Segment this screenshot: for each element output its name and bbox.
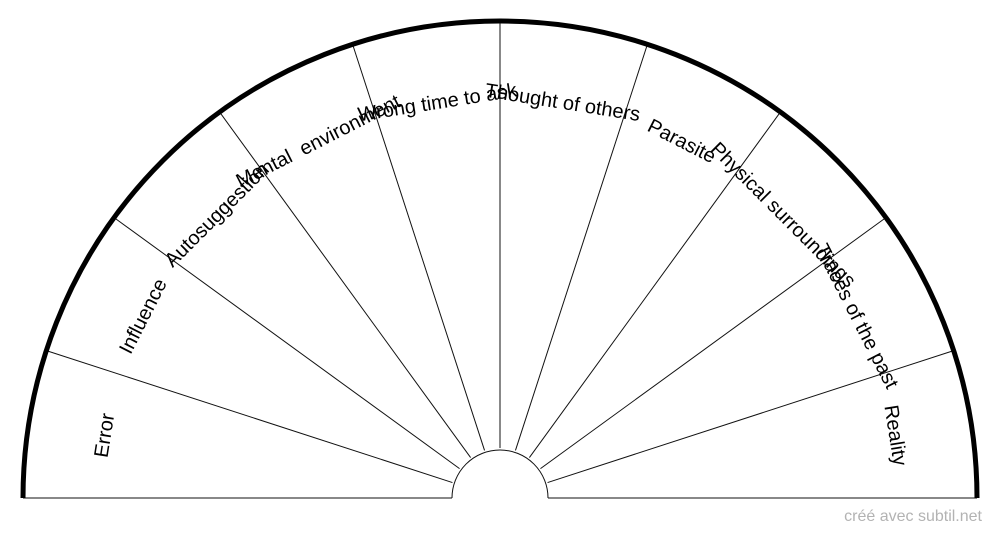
sector-divider [113,217,460,470]
sector-label: Traces of the past [810,240,902,392]
sector-divider [219,111,472,458]
sector-label: Error [91,411,120,459]
sector-divider [514,44,648,451]
sector-label: Thought of others [483,80,641,126]
sector-divider [528,111,781,458]
sector-label: Reality [879,404,910,468]
sector-divider [547,350,954,484]
center-hub [451,449,549,499]
sector-divider [540,217,887,470]
sector-label: Influence [115,275,171,357]
credit-text: créé avec subtil.net [844,508,982,525]
outer-arc [20,18,980,499]
sector-divider [46,350,453,484]
sector-divider [352,44,486,451]
sector-label: Parasite [644,115,719,168]
